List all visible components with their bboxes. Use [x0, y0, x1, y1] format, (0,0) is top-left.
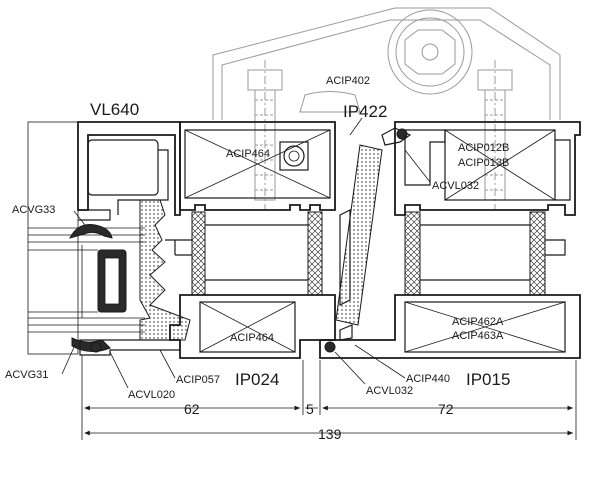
glazing-unit — [28, 227, 145, 333]
label-acip462a: ACIP462A — [452, 316, 504, 328]
label-acvl020: ACVL020 — [128, 389, 175, 401]
dimension-72: 72 — [438, 401, 454, 417]
label-acip463a: ACIP463A — [452, 330, 504, 342]
label-ip422: IP422 — [343, 102, 387, 121]
label-acip013b: ACIP013B — [458, 157, 509, 169]
profile-ip015 — [319, 121, 581, 359]
label-acip057: ACIP057 — [176, 374, 220, 386]
label-ip024: IP024 — [235, 370, 279, 389]
label-acvg33: ACVG33 — [12, 204, 55, 216]
dimension-139: 139 — [318, 426, 342, 442]
label-ip015: IP015 — [466, 370, 510, 389]
dimension-lines — [81, 355, 577, 440]
label-acvl032-bottom: ACVL032 — [366, 385, 413, 397]
leader-lines — [61, 117, 431, 389]
sash-gasket — [139, 199, 191, 341]
label-acvl032-top: ACVL032 — [432, 180, 479, 192]
profile-ip024 — [79, 121, 336, 359]
dimension-62: 62 — [184, 401, 200, 417]
label-acip464-bottom: ACIP464 — [230, 332, 274, 344]
label-acip464-top: ACIP464 — [226, 148, 270, 160]
label-vl640: VL640 — [90, 100, 139, 119]
insert-ip422 — [335, 127, 412, 341]
label-acvg31: ACVG31 — [5, 369, 48, 381]
label-acip440: ACIP440 — [406, 373, 450, 385]
label-acip012b: ACIP012B — [458, 142, 509, 154]
label-acip402: ACIP402 — [326, 75, 370, 87]
dimension-5: 5 — [306, 401, 314, 417]
gasket-acvg33 — [69, 224, 113, 239]
bracket-acip402 — [212, 7, 561, 210]
